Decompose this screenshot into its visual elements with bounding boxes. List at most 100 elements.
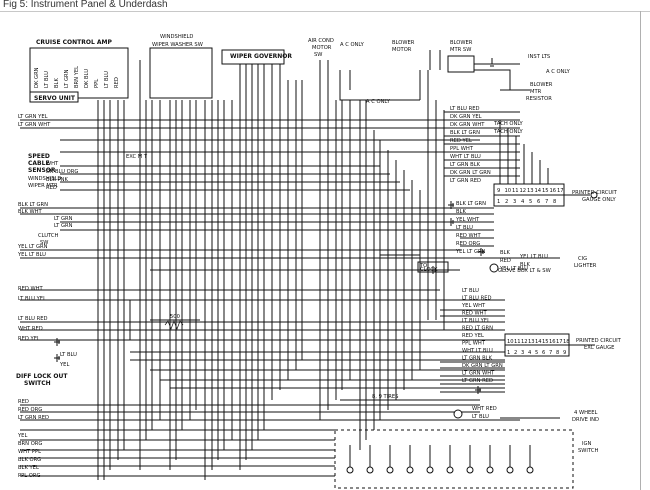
glove-box-label: GLOVE BOX LT & SW — [498, 268, 551, 274]
wire-label-ign-left: BLK YEL — [18, 465, 39, 471]
pcb-gauge-label-2: GAUGE ONLY — [582, 197, 616, 203]
blower-resistor-label-1: BLOWER — [530, 82, 553, 88]
ign-switch-label-1: IGN — [582, 441, 592, 447]
gauge-pin-11: 11 — [512, 188, 519, 194]
gauge-pin-8: 8 — [553, 199, 556, 205]
wire-label-left-mid: YEL LT GRN — [17, 244, 48, 250]
wire-label-right-top: RED YEL — [450, 138, 472, 144]
wire-label-right-gauge: BLK — [456, 209, 466, 215]
wire-label-right-exc: RED LT GRN — [462, 326, 493, 332]
gauge-pin-2: 2 — [505, 199, 508, 205]
gauge-pin-9: 9 — [497, 188, 500, 194]
exc-gauge-pin-15: 15 — [542, 339, 549, 345]
wire-label-misc: BLK — [500, 250, 510, 256]
blower-switch-box — [447, 55, 475, 73]
clutch-sw-label-1: CLUTCH — [38, 233, 59, 239]
inst-lts-label: INST LTS — [528, 54, 550, 60]
wiper-washer-label-1: WINDSHIELD — [160, 34, 193, 40]
speed-sensor-label-3: SENSOR — [28, 167, 56, 174]
gauge-pin-7: 7 — [545, 199, 548, 205]
clutch-sw-label-2: SW — [40, 240, 48, 246]
tach-only-label-2: TACH ONLY — [493, 129, 524, 135]
gauge-pin-14: 14 — [535, 188, 542, 194]
wire-label-right-exc: PPL WHT — [462, 341, 486, 347]
wiper-motor-label-1: WINDSHIELD — [28, 176, 61, 182]
wire-label-right-exc: YEL WHT — [461, 303, 486, 309]
wire-label-misc: BLK — [520, 262, 530, 268]
wire-label-right-top: PPL WHT — [450, 146, 474, 152]
blower-switch-label-1: BLOWER — [450, 40, 473, 46]
wire-label-cruise: LT GRN — [64, 69, 70, 88]
wire-label-left-bottom: LT GRN RED — [18, 415, 49, 421]
wiper-washer-switch-box — [149, 47, 213, 99]
pcb-gauge-label-1: PRINTED CIRCUIT — [572, 190, 618, 196]
wire-label-cruise: DK GRN — [34, 67, 40, 88]
window-title: Fig 5: Instrument Panel & Underdash — [3, 0, 168, 10]
wire-label-right-exc: DK GRN LT GRN — [462, 363, 503, 369]
cruise-amp-label: CRUISE CONTROL AMP — [36, 39, 113, 46]
exc-gauge-pin-6: 6 — [542, 350, 545, 356]
gauge-pin-10: 10 — [505, 188, 512, 194]
gauge-pin-16: 16 — [550, 188, 557, 194]
wire-label-ign-left: WHT PPL — [18, 449, 41, 455]
gauge-pin-6: 6 — [537, 199, 540, 205]
diff-lock-label-2: SWITCH — [24, 380, 51, 387]
wire-label-right-bottom: LT BLU — [472, 414, 489, 420]
wire-label-ign-left: BLK ORG — [18, 457, 41, 463]
speed-sensor-label-1: SPEED — [28, 153, 50, 160]
wiper-washer-label-2: WIPER WASHER SW — [152, 42, 203, 48]
wire-label-right-top: DK GRN WHT — [450, 122, 485, 128]
tires-label: 8, 9 TIRES — [372, 394, 398, 400]
wire-label-cruise: DK BLU — [84, 69, 90, 88]
wire-label-right-top: LT BLU RED — [450, 106, 480, 112]
wire-label-right-exc: WHT LT BLU — [462, 348, 493, 354]
servo-unit-box — [29, 91, 79, 103]
wire-label-right-gauge: LT BLU — [456, 225, 473, 231]
wire-label-wiper: RED — [46, 185, 57, 191]
blower-motor-label-2: MOTOR — [392, 47, 412, 53]
gauge-pin-13: 13 — [527, 188, 534, 194]
wire-label-left-red: RED WHT — [18, 286, 44, 292]
wire-label-cruise: BRN YEL — [74, 66, 80, 88]
exc-gauge-pin-16: 16 — [549, 339, 556, 345]
wire-label-right-top: LT GRN BLK — [450, 162, 481, 168]
wiper-motor-label-2: WIPER MTR — [28, 183, 58, 189]
exc-gauge-pin-1: 1 — [507, 350, 510, 356]
wire-label-right-top: DK GRN YEL — [450, 114, 482, 120]
wiper-governor-label: WIPER GOVERNOR — [230, 53, 292, 60]
exc-gauge-pin-5: 5 — [535, 350, 538, 356]
wire-label-right-top: WHT LT BLU — [450, 154, 481, 160]
pcb-exc-label-1: PRINTED CIRCUIT — [576, 338, 622, 344]
cig-lighter-label-1: CIG — [578, 256, 587, 262]
gauge-pin-12: 12 — [520, 188, 527, 194]
exc-gauge-pin-11: 11 — [514, 339, 521, 345]
wire-label-right-gauge: BLK LT GRN — [456, 201, 486, 207]
wire-label-ign-left: YEL — [17, 433, 27, 439]
wire-label-clutch: BLK LT GRN — [18, 202, 48, 208]
wire-label-right-exc: RED WHT — [462, 311, 488, 317]
clock-label-2: CLOCK — [420, 267, 438, 273]
ac-only-right-label: A C ONLY — [546, 69, 571, 75]
wire-label-right-top: LT GRN RED — [450, 178, 481, 184]
cruise-amp-box — [29, 47, 129, 99]
speed-sensor-label-2: CABLE — [28, 160, 50, 167]
ground-symbols — [54, 58, 598, 419]
wire-label-clutch: LT GRN — [54, 223, 73, 229]
exc-gauge-pin-14: 14 — [535, 339, 542, 345]
blower-resistor-label-2: MTR — [530, 89, 542, 95]
ac-cond-label-2: MOTOR — [312, 45, 332, 51]
wire-label-misc: RED — [500, 258, 511, 264]
wire-label-right-top: BLK LT GRN — [450, 130, 480, 136]
resistor-value-label: 500 — [170, 314, 180, 320]
exc-gauge-pin-18: 18 — [563, 339, 570, 345]
cig-lighter-label-2: LIGHTER — [574, 263, 597, 269]
wire-label-right-gauge: RED ORG — [456, 241, 480, 247]
wire-label-diff: LT BLU — [60, 352, 77, 358]
wire-label-clutch: BLK WHT — [18, 209, 43, 215]
wire-label-clutch: LT GRN — [54, 216, 73, 222]
ac-only-top-label: A C ONLY — [340, 42, 365, 48]
